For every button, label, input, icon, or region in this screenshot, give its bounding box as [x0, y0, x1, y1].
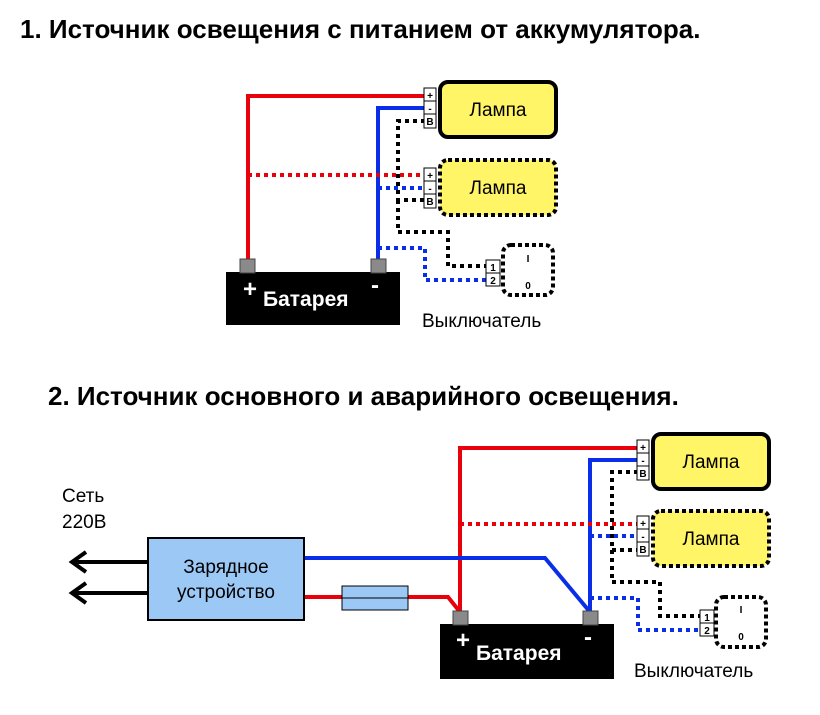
- switch-pin-2: 2: [704, 626, 710, 637]
- lamp-box: [651, 509, 771, 568]
- battery-plus-sign: +: [243, 276, 257, 303]
- terminal-plus: +: [427, 171, 433, 182]
- battery: + Батарея -: [226, 258, 400, 325]
- battery-label: Батарея: [263, 288, 349, 311]
- switched-wire-to-switch: [610, 550, 700, 618]
- terminal-block: [636, 439, 650, 481]
- switch: 1 2 I 0 Выключатель: [634, 595, 768, 682]
- battery-negative-terminal: [582, 610, 599, 626]
- charger-label-line2: устройство: [177, 582, 275, 603]
- positive-wire: [246, 94, 425, 262]
- lamp-box: [438, 80, 558, 139]
- fuse-positive-wire: [407, 595, 462, 614]
- switch-label: Выключатель: [634, 661, 753, 682]
- negative-wire: [376, 106, 425, 262]
- lamp-box: [438, 158, 558, 217]
- terminal-block: [423, 167, 437, 209]
- mains-label-line1: Сеть: [62, 486, 104, 507]
- charger-box: [147, 537, 305, 621]
- terminal-b: B: [639, 469, 646, 480]
- diagram1-wires: [246, 94, 486, 282]
- battery-minus-sign: -: [371, 272, 379, 299]
- section1-title: 1. Источник освещения с питанием от акку…: [20, 14, 700, 44]
- switch-off-mark: 0: [525, 281, 531, 292]
- battery-plus-sign: +: [456, 627, 470, 654]
- lamp-label: Лампа: [470, 100, 527, 121]
- diagram1: + Батарея - + - B Лампа + - B Лампа: [226, 80, 558, 332]
- switch-box: [501, 243, 555, 297]
- fuse: [341, 585, 409, 611]
- negative-wire-to-switch: [590, 596, 700, 632]
- switch-pin-2: 2: [490, 276, 496, 287]
- switch-on-mark: I: [740, 605, 743, 616]
- switch-pin-1: 1: [704, 613, 710, 624]
- diagram2: Сеть 220В Зарядное устройство + Батарея …: [62, 432, 771, 682]
- switch-pin-1: 1: [490, 263, 496, 274]
- mains-arrow-icon: [68, 581, 148, 605]
- switched-wire-to-switch: [396, 200, 486, 268]
- charger: Зарядное устройство: [147, 537, 305, 621]
- section2-title: 2. Источник основного и аварийного освещ…: [48, 381, 679, 411]
- battery: + Батарея -: [440, 610, 614, 679]
- switched-wire-lamps: [396, 119, 425, 202]
- charger-negative-wire: [305, 556, 592, 614]
- terminal-minus: -: [641, 456, 644, 467]
- switched-wire-lamps: [610, 470, 638, 552]
- battery-positive-terminal: [239, 258, 256, 274]
- terminal-block: [423, 87, 437, 129]
- diagram2-wires: [305, 446, 700, 632]
- emergency-lamp: + - B Лампа: [636, 509, 771, 568]
- negative-wire: [588, 458, 638, 612]
- charger-label-line1: Зарядное: [183, 557, 268, 578]
- lamp-label: Лампа: [683, 452, 740, 473]
- terminal-plus: +: [640, 519, 646, 530]
- terminal-block: [636, 515, 650, 557]
- terminal-b: B: [426, 117, 433, 128]
- switch-box: [714, 595, 768, 649]
- lamp-label: Лампа: [470, 178, 527, 199]
- battery-minus-sign: -: [584, 624, 592, 651]
- battery-body: [226, 272, 400, 325]
- terminal-minus: -: [428, 184, 431, 195]
- emergency-lamp: + - B Лампа: [423, 158, 558, 217]
- battery-body: [440, 624, 614, 679]
- mains-arrow-icon: [68, 550, 148, 574]
- lamp-label: Лампа: [683, 529, 740, 550]
- main-lamp: + - B Лампа: [423, 80, 558, 139]
- battery-positive-terminal: [452, 610, 469, 626]
- battery-label: Батарея: [476, 642, 562, 665]
- lamp-box: [651, 432, 771, 491]
- switch-on-mark: I: [527, 254, 530, 265]
- terminal-minus: -: [428, 104, 431, 115]
- terminal-plus: +: [640, 443, 646, 454]
- mains-arrows: [68, 550, 148, 605]
- terminal-b: B: [426, 197, 433, 208]
- terminal-minus: -: [641, 532, 644, 543]
- switch: 1 2 I 0 Выключатель: [422, 243, 555, 332]
- mains-label-line2: 220В: [62, 512, 106, 533]
- terminal-b: B: [639, 545, 646, 556]
- battery-negative-terminal: [370, 258, 387, 274]
- switch-label: Выключатель: [422, 311, 541, 332]
- main-lamp: + - B Лампа: [636, 432, 771, 491]
- switch-off-mark: 0: [738, 632, 744, 643]
- terminal-plus: +: [427, 91, 433, 102]
